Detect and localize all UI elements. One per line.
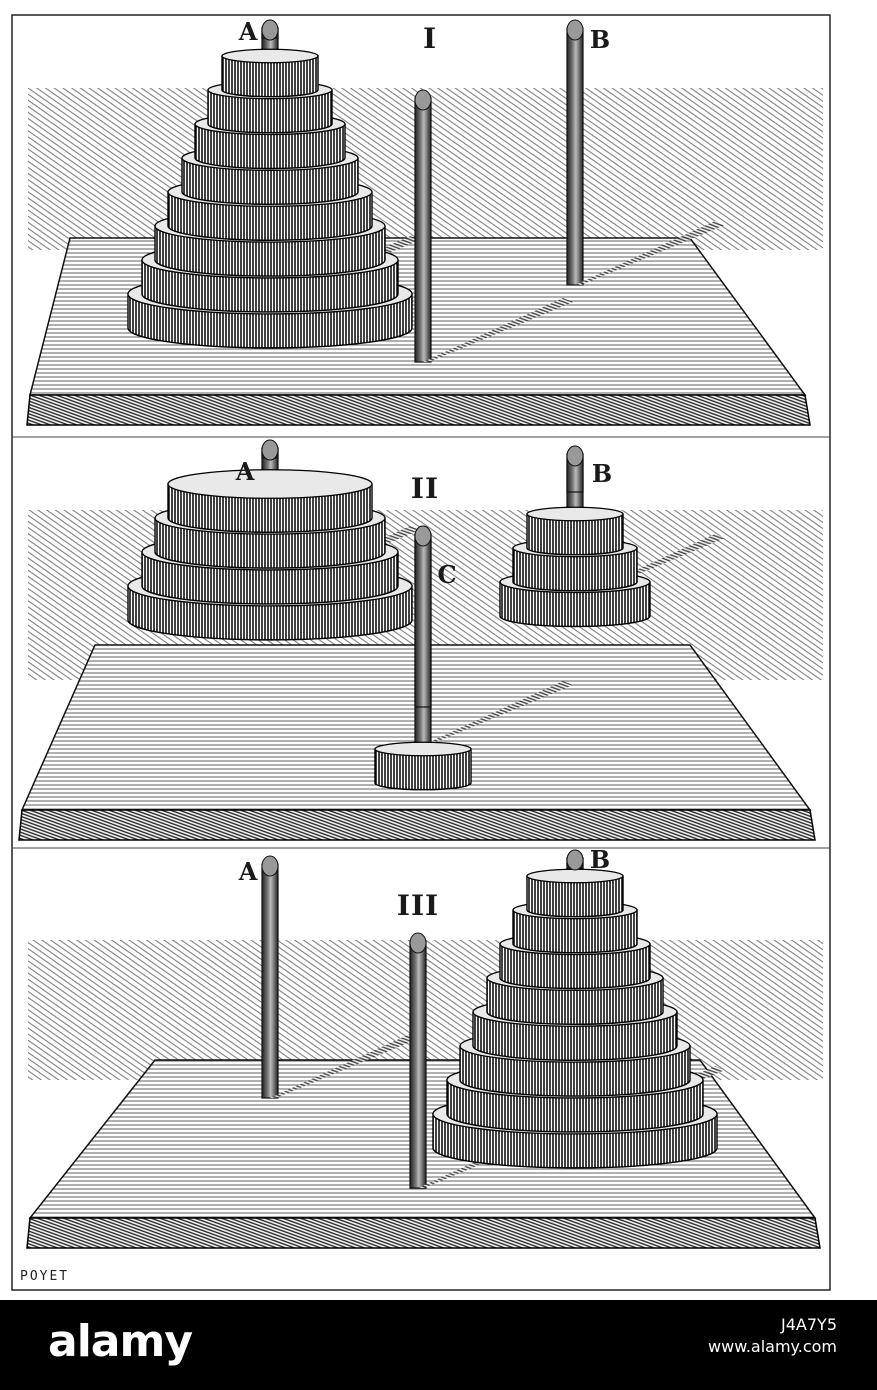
- panel-numeral: I: [423, 22, 437, 55]
- disc: [207, 89, 333, 134]
- disc: [486, 977, 664, 1026]
- disc-top: [374, 741, 472, 757]
- peg-label-b: B: [590, 845, 610, 874]
- peg-tip: [261, 439, 279, 461]
- board-edge: [26, 1217, 821, 1249]
- panel-3: III A B: [26, 845, 823, 1249]
- stock-logo: alamy: [48, 1316, 193, 1367]
- board-edge: [18, 809, 816, 841]
- peg-tip: [414, 525, 432, 547]
- peg-tip: [409, 932, 427, 954]
- peg-tip: [261, 855, 279, 877]
- peg-tip: [566, 849, 584, 871]
- engraving-frame: [11, 14, 831, 1291]
- peg-shadow: [270, 1034, 420, 1098]
- site-url: www.alamy.com: [708, 1337, 837, 1356]
- peg-upper: [414, 533, 432, 708]
- peg-label-c: C: [437, 560, 456, 589]
- disc: [194, 123, 346, 170]
- peg-label-a: A: [238, 857, 258, 886]
- engraving-illustration: I A B II A B C III A B POYET: [11, 14, 831, 1291]
- peg-tip: [261, 19, 279, 41]
- disc: [499, 581, 651, 628]
- peg-label-b: B: [592, 459, 612, 488]
- peg-label-a: A: [238, 17, 258, 46]
- disc: [512, 547, 638, 592]
- peg: [566, 27, 584, 286]
- disc: [374, 748, 472, 791]
- disc-top: [167, 469, 373, 499]
- engraver-signature: POYET: [20, 1269, 69, 1284]
- peg-tip: [566, 445, 584, 467]
- panel-numeral: III: [397, 889, 439, 922]
- image-id: J4A7Y5: [781, 1315, 837, 1334]
- peg-label-b: B: [590, 25, 610, 54]
- peg-label-a: A: [235, 457, 255, 486]
- peg: [414, 97, 432, 363]
- stock-image-info: J4A7Y5 www.alamy.com: [708, 1314, 837, 1358]
- peg-tip: [414, 89, 432, 111]
- peg-shadow: [423, 681, 573, 745]
- disc-top: [526, 506, 624, 522]
- stock-footer: alamy J4A7Y5 www.alamy.com: [0, 1300, 877, 1390]
- disc: [499, 943, 651, 990]
- peg-tip: [566, 19, 584, 41]
- peg: [409, 940, 427, 1189]
- disc-top: [221, 48, 319, 64]
- disc: [221, 55, 319, 98]
- disc: [181, 157, 359, 206]
- disc: [512, 909, 638, 954]
- board-edge: [26, 394, 811, 426]
- peg-shadow: [575, 221, 725, 285]
- panel-2: II A B C: [18, 439, 823, 841]
- panel-numeral: II: [411, 472, 439, 505]
- peg-shadow: [423, 298, 573, 362]
- disc: [526, 875, 624, 918]
- disc: [526, 513, 624, 556]
- peg: [261, 863, 279, 1099]
